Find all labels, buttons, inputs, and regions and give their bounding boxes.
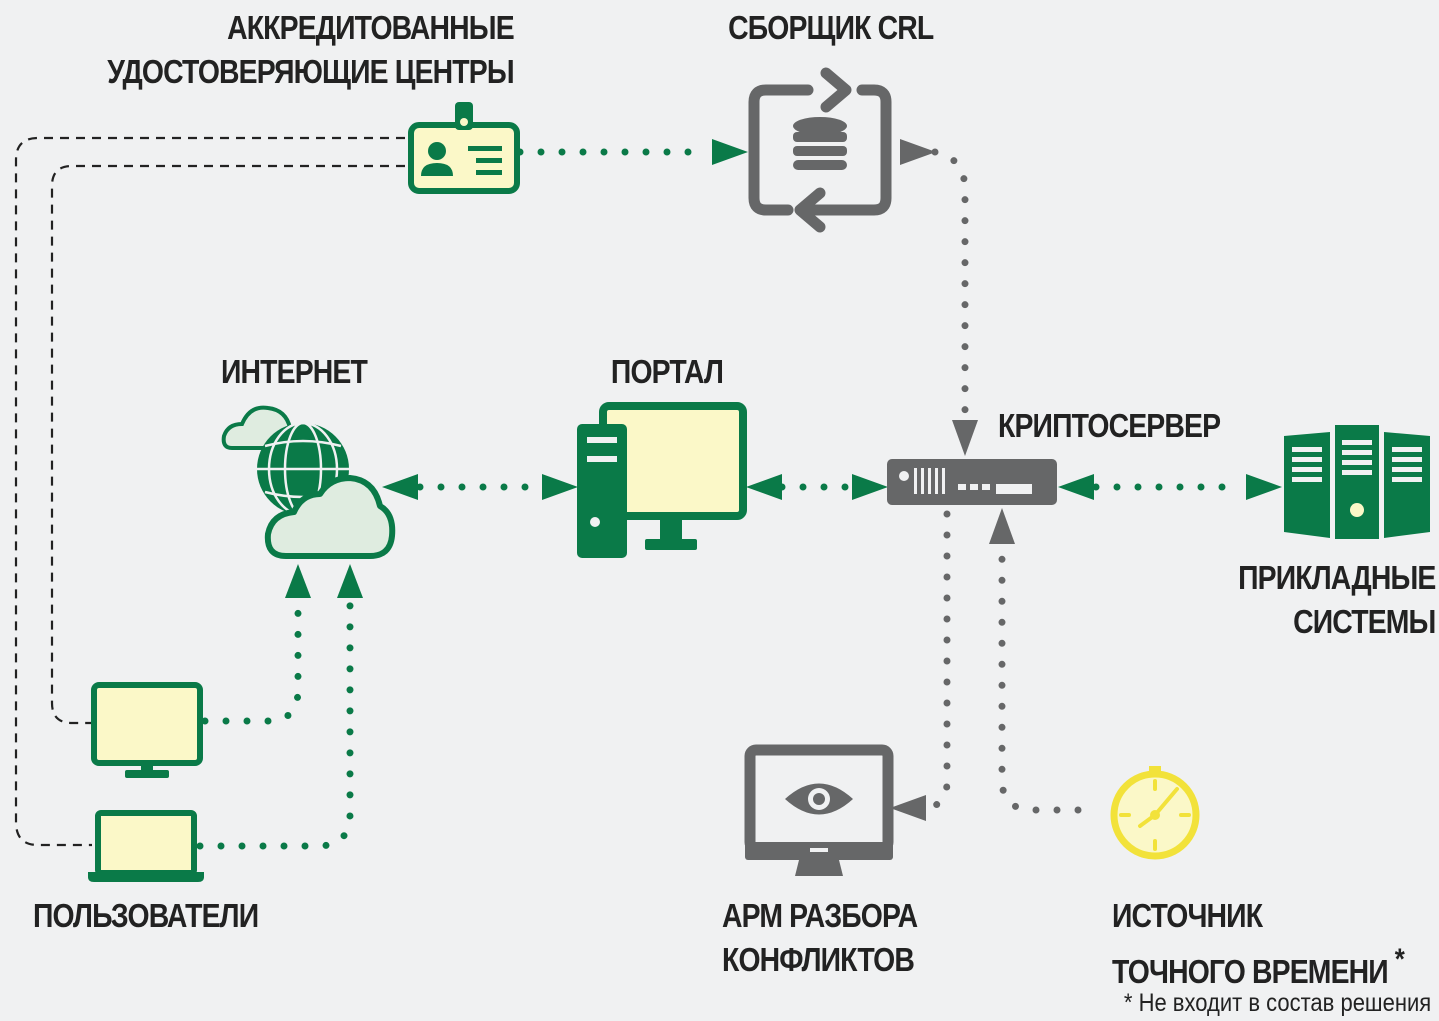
time-label-line1: ИСТОЧНИК xyxy=(1112,897,1263,934)
cryptoserver-label: КРИПТОСЕРВЕР xyxy=(998,407,1221,444)
server-center xyxy=(1335,425,1379,539)
arrow-ca-crl-head xyxy=(712,139,748,165)
arrow-time-crypto-head xyxy=(989,508,1015,544)
server-rack-icon xyxy=(1284,425,1430,539)
arm-label-line2: КОНФЛИКТОВ xyxy=(722,941,915,978)
big-cloud-icon xyxy=(264,475,396,559)
green-arrowheads xyxy=(285,139,1282,598)
internet-icon xyxy=(221,405,396,559)
eye-monitor-icon xyxy=(744,744,894,876)
link-crypto-arm xyxy=(921,510,951,812)
apps-label-line2: СИСТЕМЫ xyxy=(1292,603,1436,640)
ca-label-line1: АККРЕДИТОВАННЫЕ xyxy=(227,9,515,46)
internet-label: ИНТЕРНЕТ xyxy=(221,353,368,390)
server-right xyxy=(1384,432,1430,538)
arrow-portal-right-head xyxy=(542,474,578,500)
gray-arrowheads xyxy=(890,139,1015,821)
arm-label: АРМ РАЗБОРА КОНФЛИКТОВ xyxy=(722,894,918,982)
crl-collector-icon xyxy=(748,67,892,233)
server-left xyxy=(1284,432,1330,538)
clock-icon xyxy=(1110,766,1200,860)
arrow-crypto-right-head xyxy=(852,474,888,500)
link-crl-crypto xyxy=(931,148,969,422)
user-laptop-icon xyxy=(88,810,204,882)
time-asterisk: * xyxy=(1394,943,1405,976)
user-desktop-icon xyxy=(91,682,203,778)
certificate-badge-icon xyxy=(408,102,520,194)
arrow-up-internet-1-head xyxy=(285,564,311,598)
arrow-up-internet-2-head xyxy=(337,564,363,598)
users-label: ПОЛЬЗОВАТЕЛИ xyxy=(33,897,259,934)
time-label: ИСТОЧНИК ТОЧНОГО ВРЕМЕНИ* xyxy=(1112,894,1405,994)
apps-label: ПРИКЛАДНЫЕ СИСТЕМЫ xyxy=(1237,556,1436,644)
green-links xyxy=(196,148,1246,850)
apps-label-line1: ПРИКЛАДНЫЕ xyxy=(1237,559,1436,596)
cryptoserver-icon xyxy=(887,459,1057,505)
dashed-links xyxy=(14,136,405,847)
time-label-line2: ТОЧНОГО ВРЕМЕНИ* xyxy=(1112,943,1405,990)
portal-computer-icon xyxy=(577,402,747,558)
arrow-arm-head xyxy=(890,795,926,821)
arrow-crl-out-head xyxy=(900,139,936,165)
arrow-crypto-left-head xyxy=(1058,474,1094,500)
link-laptop-internet xyxy=(196,594,354,850)
link-time-crypto xyxy=(998,541,1082,814)
ca-label: АККРЕДИТОВАННЫЕ УДОСТОВЕРЯЮЩИЕ ЦЕНТРЫ xyxy=(107,6,514,94)
ca-label-line2: УДОСТОВЕРЯЮЩИЕ ЦЕНТРЫ xyxy=(107,53,514,90)
portal-label: ПОРТАЛ xyxy=(610,353,724,390)
arrow-apps-right-head xyxy=(1246,474,1282,500)
crl-label: СБОРЩИК CRL xyxy=(728,9,934,46)
dashed-link-desktop-ca xyxy=(50,164,405,725)
arrow-internet-left-head xyxy=(382,474,418,500)
arrow-crl-crypto-head xyxy=(952,420,978,456)
footnote: * Не входит в состав решения xyxy=(1123,989,1431,1017)
link-desktop-internet xyxy=(201,594,302,725)
dashed-link-laptop-ca xyxy=(14,136,405,847)
arrow-portal-left-head xyxy=(746,474,782,500)
arm-label-line1: АРМ РАЗБОРА xyxy=(722,897,918,934)
